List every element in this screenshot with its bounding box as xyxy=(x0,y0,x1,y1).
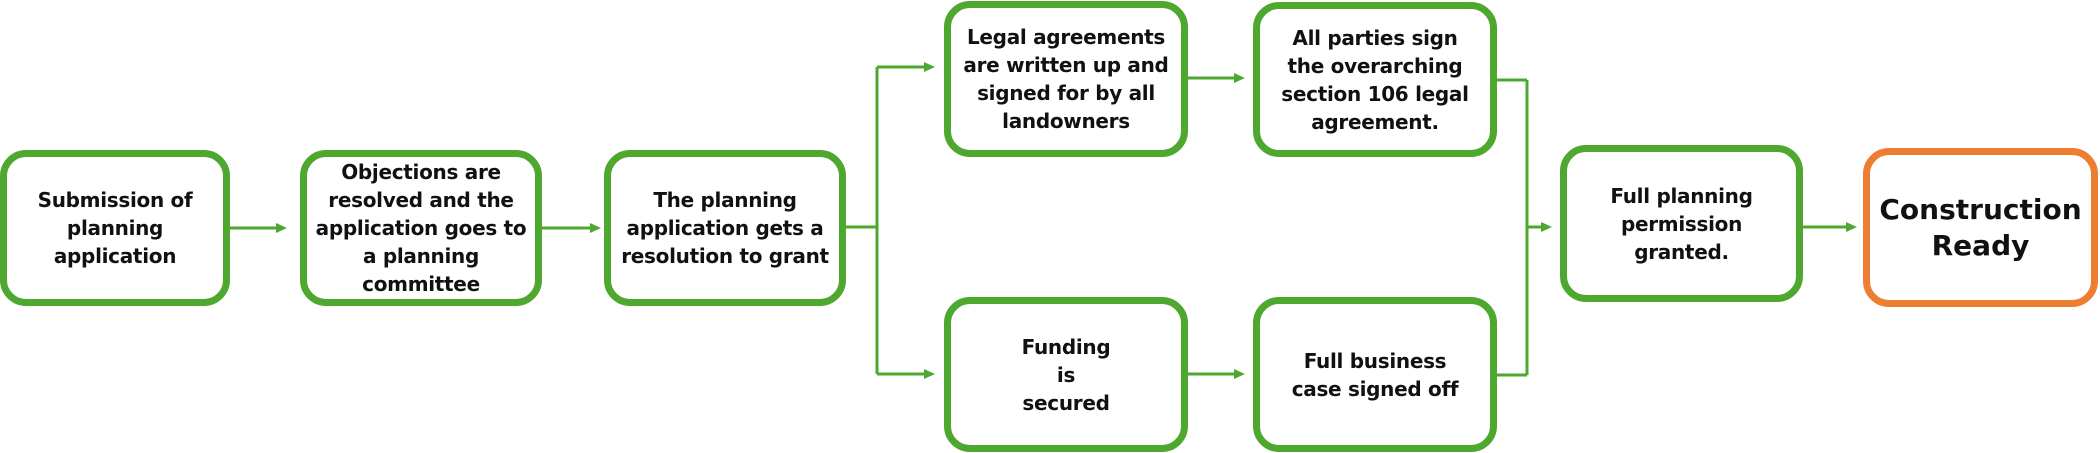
step-label: Full business case signed off xyxy=(1291,348,1459,401)
step-label: Legal agreements are written up and sign… xyxy=(963,25,1169,133)
step-section-106: All parties sign the overarching section… xyxy=(1253,2,1497,157)
step-resolution: The planning application gets a resoluti… xyxy=(604,150,846,306)
final-step-label: Construction Ready xyxy=(1879,192,2082,262)
step-funding: Funding is secured xyxy=(944,297,1188,452)
step-business-case: Full business case signed off xyxy=(1253,297,1497,452)
step-label: Full planning permission granted. xyxy=(1610,183,1753,264)
arrow-full-permission-to-construction-ready xyxy=(1803,222,1857,232)
step-label: All parties sign the overarching section… xyxy=(1281,25,1469,134)
arrow-legal-to-section-106 xyxy=(1188,73,1245,83)
arrow-submission-to-objections xyxy=(230,223,287,233)
step-label: The planning application gets a resoluti… xyxy=(621,188,829,268)
step-objections: Objections are resolved and the applicat… xyxy=(300,150,542,306)
step-full-permission: Full planning permission granted. xyxy=(1560,145,1803,302)
step-construction-ready: Construction Ready xyxy=(1863,148,2098,307)
step-label: Objections are resolved and the applicat… xyxy=(315,160,527,296)
arrow-merge-to-full-permission xyxy=(1497,78,1552,377)
step-legal-agreements: Legal agreements are written up and sign… xyxy=(944,1,1188,157)
arrow-objections-to-resolution xyxy=(542,223,601,233)
arrow-funding-to-business-case xyxy=(1188,369,1245,379)
step-submission: Submission of planning application xyxy=(0,150,230,306)
arrow-resolution-branch xyxy=(845,62,935,379)
step-label: Funding is secured xyxy=(1021,334,1111,415)
step-label: Submission of planning application xyxy=(37,188,193,268)
